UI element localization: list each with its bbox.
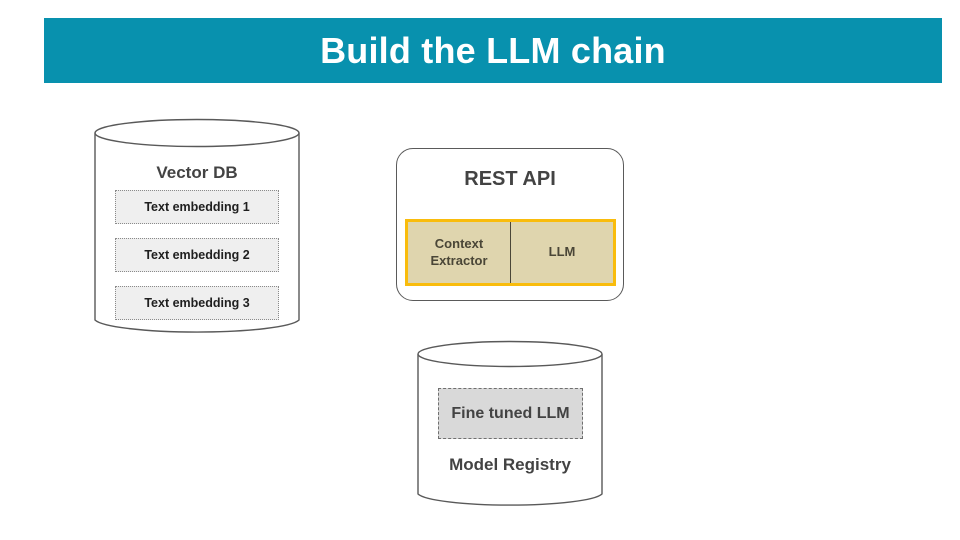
- rest-api-label: REST API: [464, 168, 556, 190]
- llm-cell[interactable]: LLM: [548, 244, 576, 260]
- vector-db-label: Vector DB: [156, 163, 238, 182]
- service-strip: Context Extractor LLM: [405, 219, 616, 286]
- list-item[interactable]: Text embedding 2: [115, 238, 279, 272]
- vector-db-content: Vector DB Text embedding 1 Text embeddin…: [94, 119, 300, 334]
- context-extractor-cell[interactable]: Context Extractor: [408, 222, 511, 283]
- rest-api-card[interactable]: REST API Context Extractor LLM: [396, 148, 624, 301]
- fine-tuned-llm-artifact[interactable]: Fine tuned LLM: [438, 388, 583, 439]
- model-registry-label: Model Registry: [449, 455, 571, 474]
- page-title: Build the LLM chain: [320, 29, 666, 71]
- model-registry-cylinder: Fine tuned LLM Model Registry: [417, 340, 603, 508]
- title-banner: Build the LLM chain: [44, 18, 942, 83]
- cylinder-shape-vector-db: [94, 118, 300, 333]
- model-registry-content: Fine tuned LLM Model Registry: [417, 341, 603, 508]
- list-item[interactable]: Text embedding 1: [115, 190, 279, 224]
- list-item[interactable]: Text embedding 3: [115, 286, 279, 320]
- vector-db-cylinder: Vector DB Text embedding 1 Text embeddin…: [94, 118, 300, 334]
